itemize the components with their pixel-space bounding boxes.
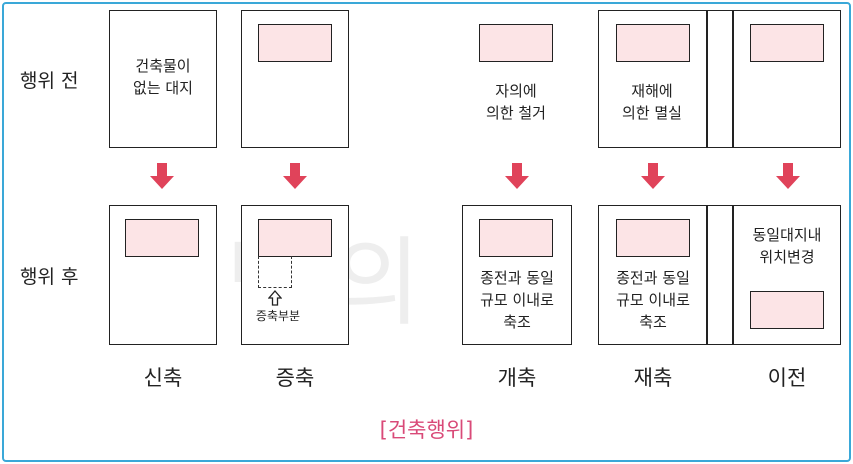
column-label-new: 신축: [143, 366, 183, 390]
column-label-extend: 증축: [275, 366, 315, 390]
building-after-rebuild: [479, 219, 553, 257]
building-after-relocate: [750, 291, 824, 329]
lot-before-new: [109, 10, 217, 148]
column-label-reconstruct: 재축: [633, 366, 673, 390]
building-before-extend: [258, 24, 332, 62]
text-extension-part: 증축부분: [255, 309, 301, 323]
extension-outline: [258, 256, 292, 288]
column-label-rebuild: 개축: [497, 366, 537, 390]
arrow-down-icon: [505, 163, 529, 189]
text-relocate: 동일대지내 위치변경: [752, 226, 822, 266]
text-reconstruct: 종전과 동일 규모 이내로 축조: [616, 269, 690, 331]
building-before-rebuild: [479, 24, 553, 62]
row-label-after: 행위 후: [20, 266, 79, 288]
arrow-down-icon: [150, 163, 174, 189]
building-before-relocate: [750, 24, 824, 62]
building-before-reconstruct: [616, 24, 690, 62]
arrow-down-icon: [283, 163, 307, 189]
building-after-extend: [258, 219, 332, 257]
divider-before-right: [732, 10, 734, 148]
arrow-down-icon: [776, 163, 800, 189]
building-after-new: [125, 219, 199, 257]
row-label-before: 행위 전: [20, 70, 79, 92]
text-demolished: 자의에 의한 철거: [486, 82, 546, 122]
arrow-up-outline-icon: [268, 290, 282, 306]
column-label-relocate: 이전: [767, 366, 807, 390]
building-after-reconstruct: [616, 219, 690, 257]
arrow-down-icon: [641, 163, 665, 189]
figure-caption: [건축행위]: [379, 418, 474, 442]
divider-after-right: [732, 205, 734, 345]
text-no-building: 건축물이 없는 대지: [133, 57, 193, 97]
text-destroyed: 재해에 의한 멸실: [622, 82, 682, 122]
text-rebuild: 종전과 동일 규모 이내로 축조: [480, 269, 554, 331]
divider-before-left: [706, 10, 708, 148]
divider-after-left: [706, 205, 708, 345]
